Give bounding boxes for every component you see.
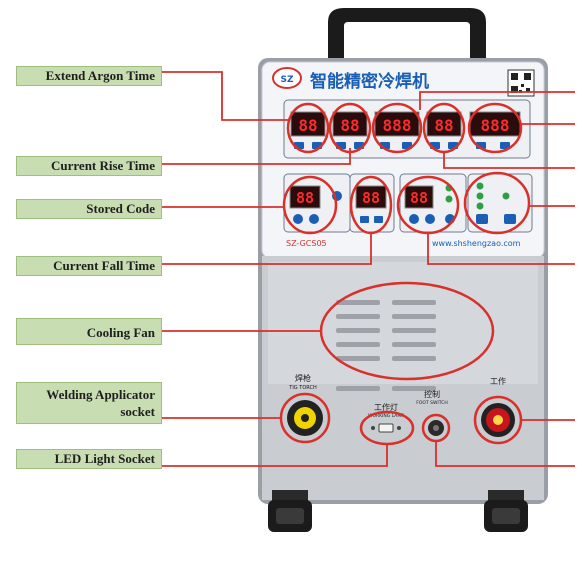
work-label-cn: 工作 bbox=[490, 376, 506, 386]
control-label-cn: 控制 bbox=[424, 389, 440, 399]
control-label-en: FOOT SWITCH bbox=[416, 400, 448, 406]
svg-text:88: 88 bbox=[296, 189, 314, 207]
svg-text:88: 88 bbox=[298, 116, 317, 135]
website: www.shshengzao.com bbox=[432, 239, 521, 248]
carry-handle bbox=[328, 8, 486, 60]
label-current-fall-time: Current Fall Time bbox=[16, 256, 162, 276]
display-stored-code: 88 bbox=[289, 185, 342, 224]
welding-applicator-socket bbox=[287, 400, 323, 436]
label-extend-argon-time: Extend Argon Time bbox=[16, 66, 162, 86]
torch-label-en: TIG TORCH bbox=[288, 385, 317, 391]
lamp-label-cn: 工作灯 bbox=[374, 402, 398, 412]
brand-logo bbox=[272, 67, 302, 89]
svg-text:88: 88 bbox=[340, 116, 359, 135]
display-current-2: 88 bbox=[426, 111, 462, 149]
svg-text:88: 88 bbox=[434, 116, 453, 135]
cooling-fan-vents bbox=[336, 300, 436, 391]
svg-text:88: 88 bbox=[362, 189, 380, 207]
display-current-1: 888 bbox=[374, 111, 420, 149]
annotation-highlights bbox=[279, 102, 531, 446]
svg-text:888: 888 bbox=[383, 116, 412, 135]
label-welding-applicator-socket: Welding Applicator socket bbox=[16, 382, 162, 424]
label-cooling-fan: Cooling Fan bbox=[16, 318, 162, 345]
function-indicators bbox=[476, 182, 516, 224]
brand-title: 智能精密冷焊机 bbox=[310, 71, 429, 92]
lamp-label-en: WORKING LAMP bbox=[368, 413, 404, 419]
torch-label-cn: 焊枪 bbox=[295, 373, 311, 383]
label-stored-code: Stored Code bbox=[16, 199, 162, 219]
label-welding-applicator-line1: Welding Applicator bbox=[46, 387, 155, 402]
label-current-rise-time: Current Rise Time bbox=[16, 156, 162, 176]
wheel-left bbox=[268, 490, 312, 532]
display-current-fall-time: 88 bbox=[355, 185, 387, 223]
display-current-3: 888 bbox=[469, 111, 521, 149]
wheel-right bbox=[484, 490, 528, 532]
display-extend-argon-time: 88 bbox=[290, 111, 326, 149]
label-led-light-socket: LED Light Socket bbox=[16, 449, 162, 469]
label-welding-applicator-line2: socket bbox=[120, 404, 155, 419]
svg-text:88: 88 bbox=[410, 189, 428, 207]
work-socket bbox=[481, 403, 515, 437]
leader-lines bbox=[162, 71, 575, 467]
model-number: SZ-GCS05 bbox=[286, 239, 327, 248]
logo-text: SZ bbox=[280, 75, 293, 85]
display-current-rise-time: 88 bbox=[332, 111, 368, 149]
svg-text:888: 888 bbox=[481, 116, 510, 135]
led-light-socket bbox=[371, 423, 401, 433]
foot-switch-socket bbox=[428, 420, 444, 436]
display-mode-indicator: 88 bbox=[404, 184, 455, 224]
